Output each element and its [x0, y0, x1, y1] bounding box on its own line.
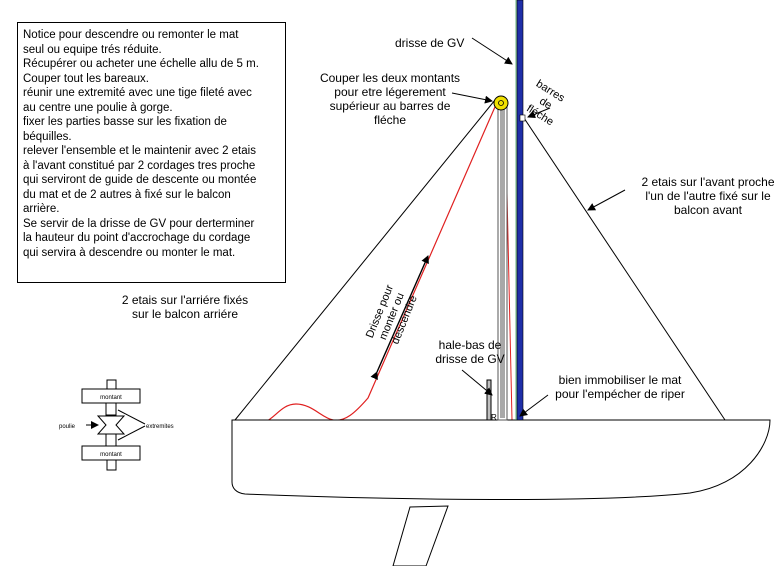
notice-line: Notice pour descendre ou remonter le mat [23, 29, 239, 41]
notice-line: seul ou equipe trés réduite. [23, 43, 162, 56]
small-r-label: R [491, 413, 497, 422]
notice-line: béquilles. [23, 130, 72, 143]
notice-line: la hauteur du point d'accrochage du cord… [23, 232, 251, 244]
label-drisse-gv: drisse de GV [395, 36, 465, 50]
ladder-detail: montant montant poulie extremites [59, 379, 174, 471]
label-line: supérieur au barres de [329, 99, 451, 113]
notice-line: du mat et de 2 autres à fixé sur le balc… [23, 188, 231, 201]
detail-neck-top [105, 402, 117, 416]
label-barres-fleche: barres de fléche [520, 78, 569, 128]
notice-line: Couper tout les bareaux. [23, 72, 149, 85]
arrow-etais-avant [587, 189, 626, 211]
arrow-immobiliser [519, 394, 549, 417]
label-line: hale-bas de [438, 338, 502, 352]
drisse-line [264, 99, 499, 423]
detail-cap-bottom [106, 459, 117, 471]
notice-line: Récupérer ou acheter une échelle allu de… [23, 58, 259, 70]
hull [231, 419, 771, 501]
detail-arrow-ext1 [117, 409, 146, 425]
double-arrow-drisse [370, 255, 429, 381]
ladder-inner [500, 106, 505, 418]
label-line: 2 etais sur l'avant proche [641, 175, 775, 189]
label-line: bien immobiliser le mat [558, 373, 682, 387]
arrow-couper [451, 92, 493, 104]
detail-pulley [96, 415, 126, 435]
notice-line: réunir une extremité avec une tige filet… [23, 87, 252, 99]
mast [516, 0, 524, 421]
label-line: fléche [373, 113, 407, 127]
arrow-barres [527, 107, 551, 119]
label-line: 2 etais sur l'arriére fixés [121, 293, 249, 307]
detail-label-montant-top: montant [100, 395, 122, 401]
notice-line: relever l'ensemble et le maintenir avec … [23, 145, 256, 157]
label-line: sur le balcon arriére [131, 307, 239, 321]
label-line: Couper les deux montants [319, 71, 461, 85]
spreader-mark [519, 114, 526, 122]
detail-label-poulie: poulie [59, 424, 76, 430]
label-line: drisse de GV [435, 352, 505, 366]
notice-box: Notice pour descendre ou remonter le mat… [17, 22, 286, 283]
label-line: pour etre légerement [334, 85, 446, 99]
detail-label-extremites: extremites [146, 424, 174, 430]
detail-neck-bottom [105, 433, 117, 447]
pulley-hub [498, 100, 504, 106]
label-line: l'un de l'autre fixé sur le [645, 189, 771, 203]
arrow-drisse-gv [471, 37, 513, 65]
detail-label-montant-bottom: montant [100, 452, 122, 458]
notice-line: à l'avant constitué par 2 cordages tres … [23, 159, 256, 172]
notice-line: fixer les parties basse sur les fixation… [23, 116, 227, 128]
label-line: balcon avant [673, 203, 743, 217]
keel [392, 505, 449, 566]
detail-arrow-ext2 [117, 425, 146, 441]
hale-bas-post [486, 379, 492, 421]
notice-line: qui servira à descendre ou monter le mat… [23, 246, 236, 259]
label-line: pour l'empécher de riper [555, 387, 685, 401]
notice-line: qui serviront de guide de descente ou mo… [23, 174, 257, 186]
stay-rear [234, 99, 496, 421]
notice-line: arrière. [23, 203, 60, 215]
notice-line: au centre une poulie à gorge. [23, 101, 173, 114]
arrow-hale-bas [461, 369, 493, 396]
stay-front [519, 111, 726, 421]
notice-line: Se servir de la drisse de GV pour derter… [23, 217, 255, 230]
